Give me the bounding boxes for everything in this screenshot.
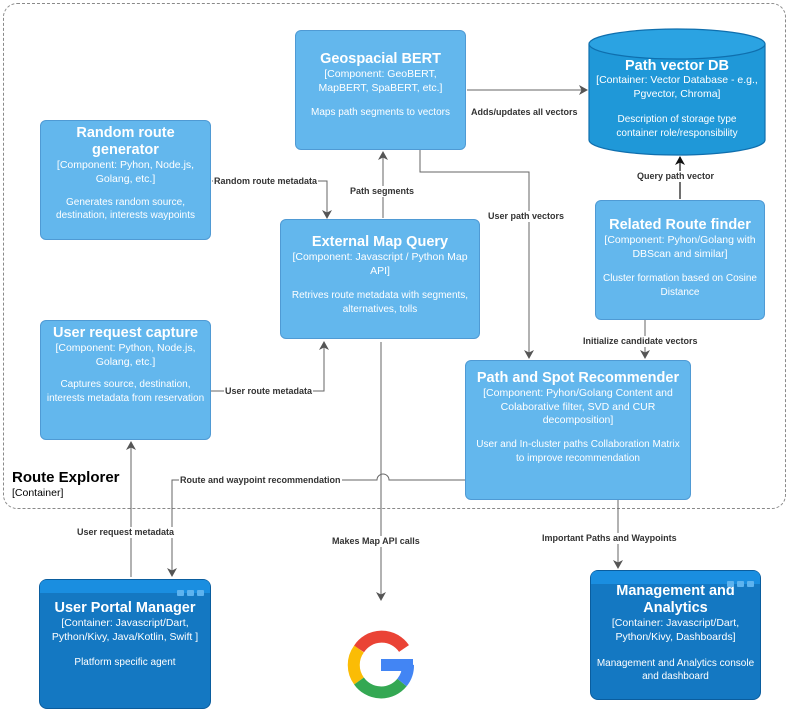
label-important-paths: Important Paths and Waypoints: [541, 533, 678, 544]
component-desc: Maps path segments to vectors: [311, 107, 450, 119]
geospacial-bert-component[interactable]: Geospacial BERT [Component: GeoBERT, Map…: [295, 30, 466, 150]
label-adds-updates: Adds/updates all vectors: [470, 107, 579, 118]
window-title-bar: [591, 571, 760, 587]
component-tech: [Component: Pyhon/Golang with DBScan and…: [604, 234, 756, 260]
component-name: User request capture: [52, 325, 199, 341]
label-random-meta: Random route metadata: [213, 176, 319, 187]
label-init-candidates: Initialize candidate vectors: [582, 336, 699, 347]
edge-route-waypoint-rec: [167, 473, 465, 577]
component-desc: Retrives route metadata with segments, a…: [291, 290, 469, 315]
component-name: External Map Query: [311, 234, 449, 250]
related-route-finder-component[interactable]: Related Route finder [Component: Pyhon/G…: [595, 200, 765, 320]
component-name: Random route generator: [76, 125, 175, 159]
window-title-bar: [40, 580, 210, 596]
management-analytics-container[interactable]: Management and Analytics [Container: Jav…: [590, 570, 761, 700]
container-desc: Management and Analytics console and das…: [596, 657, 755, 683]
component-tech: [Component: Pyhon/Golang Content and Col…: [483, 387, 673, 427]
label-user-path-vectors: User path vectors: [487, 211, 566, 222]
database-cylinder-icon: [588, 28, 766, 156]
component-tech: [Component: Python, Node.js, Golang, etc…: [55, 342, 196, 368]
label-query-path-vector: Query path vector: [636, 171, 716, 182]
db-tech: [Container: Vector Database - e.g., Pgve…: [596, 74, 758, 100]
container-desc: Platform specific agent: [74, 657, 176, 669]
label-map-api-calls: Makes Map API calls: [331, 536, 421, 547]
boundary-title: Route Explorer: [12, 469, 120, 486]
component-tech: [Component: GeoBERT, MapBERT, SpaBERT, e…: [318, 68, 443, 94]
edge-user-path-vectors: [419, 150, 534, 359]
component-tech: [Component: Javascript / Python Map API]: [292, 251, 468, 277]
route-explorer-boundary: [3, 3, 786, 509]
external-map-query-component[interactable]: External Map Query [Component: Javascrip…: [280, 219, 480, 339]
component-desc: Cluster formation based on Cosine Distan…: [603, 273, 757, 298]
component-desc: Generates random source, destination, in…: [56, 196, 195, 222]
random-route-generator-component[interactable]: Random route generator [Component: Pyhon…: [40, 120, 211, 240]
path-spot-recommender-component[interactable]: Path and Spot Recommender [Component: Py…: [465, 360, 691, 500]
boundary-subtitle: [Container]: [12, 487, 64, 499]
db-desc: Description of storage type container ro…: [616, 114, 738, 139]
label-user-route-meta: User route metadata: [224, 386, 314, 397]
label-user-request-meta: User request metadata: [76, 527, 176, 538]
container-name: User Portal Manager: [54, 600, 196, 616]
window-controls-icon: [174, 583, 204, 601]
container-tech: [Container: Javascript/Dart, Python/Kivy…: [611, 617, 740, 643]
user-portal-manager-container[interactable]: User Portal Manager [Container: Javascri…: [39, 579, 211, 709]
component-name: Geospacial BERT: [320, 51, 441, 67]
component-desc: User and In-cluster paths Collaboration …: [476, 439, 680, 464]
google-logo-icon: [347, 630, 414, 699]
window-controls-icon: [724, 574, 754, 592]
component-name: Path and Spot Recommender: [476, 370, 680, 386]
label-route-waypoint-rec: Route and waypoint recommendation: [179, 475, 342, 486]
edge-user-route-meta: [210, 341, 329, 392]
container-tech: [Container: Javascript/Dart, Python/Kivy…: [51, 617, 199, 643]
component-name: Related Route finder: [609, 217, 751, 233]
user-request-capture-component[interactable]: User request capture [Component: Python,…: [40, 320, 211, 440]
label-path-segments: Path segments: [349, 186, 416, 197]
container-name: Management and Analytics: [616, 583, 735, 617]
component-desc: Captures source, destination, interests …: [46, 379, 205, 404]
db-name: Path vector DB: [625, 58, 729, 74]
component-tech: [Component: Pyhon, Node.js, Golang, etc.…: [56, 159, 195, 185]
path-vector-db[interactable]: Path vector DB [Container: Vector Databa…: [588, 28, 766, 156]
